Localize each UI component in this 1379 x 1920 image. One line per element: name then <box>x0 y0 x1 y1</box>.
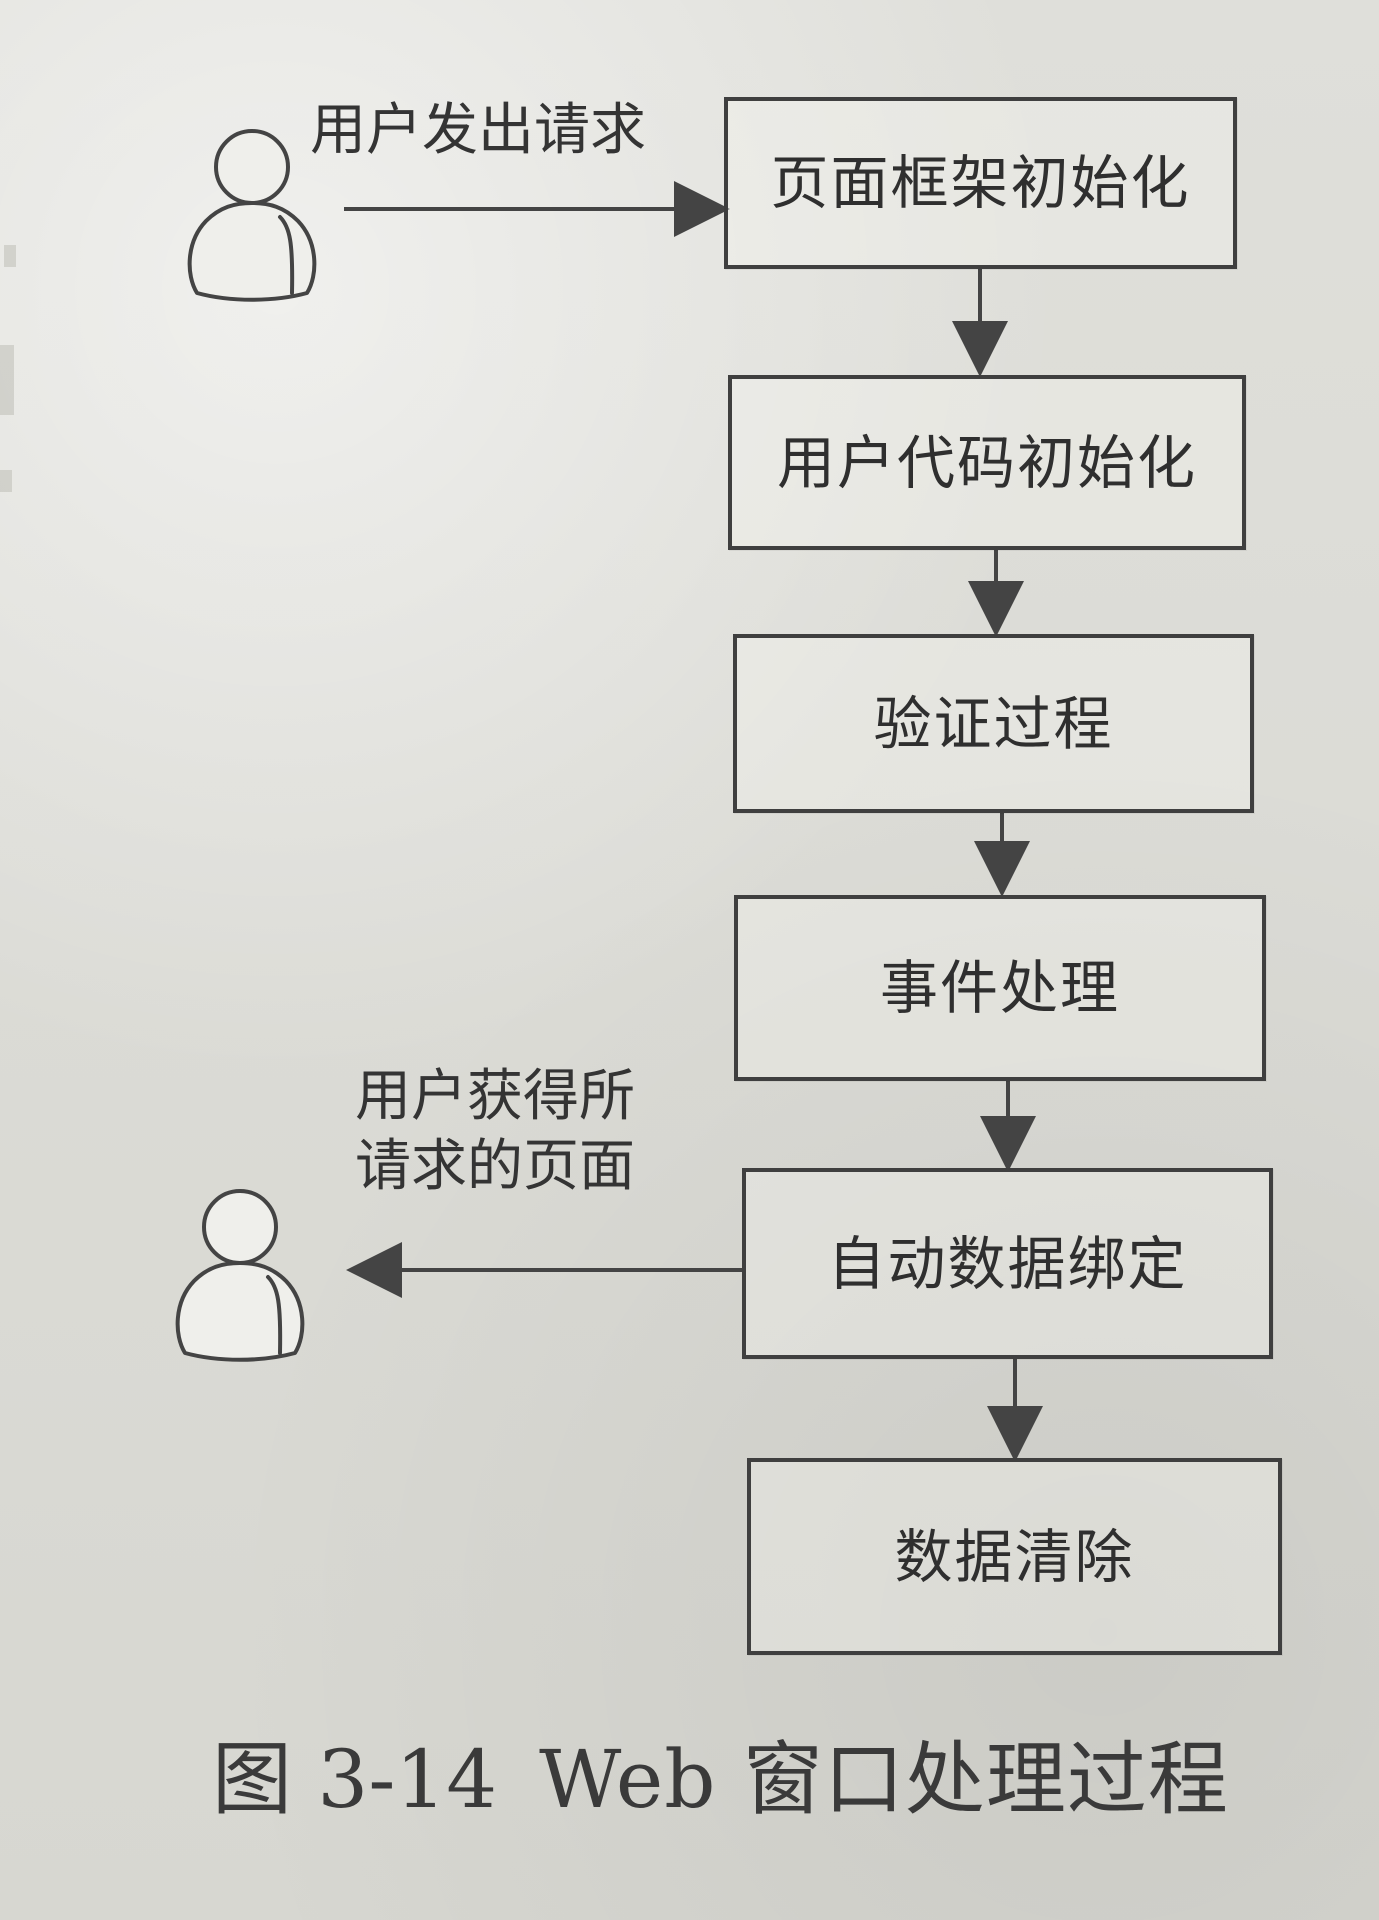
response-note: 用户获得所 请求的页面 <box>355 1062 635 1202</box>
figure-caption: 图 3-14 Web 窗口处理过程 <box>212 1740 1229 1820</box>
response-note-line1: 用户获得所 <box>355 1064 635 1129</box>
process-box-4: 事件处理 <box>734 895 1266 1081</box>
user-icon-bottom <box>175 1189 305 1362</box>
background-print-mark-bottom <box>0 470 12 492</box>
user-icon-top <box>187 129 317 302</box>
process-box-5: 自动数据绑定 <box>742 1168 1273 1359</box>
process-box-1-label: 页面框架初始化 <box>770 149 1191 217</box>
request-note: 用户发出请求 <box>310 96 646 166</box>
process-box-3-label: 验证过程 <box>873 689 1114 758</box>
process-box-4-label: 事件处理 <box>879 954 1120 1022</box>
process-box-2: 用户代码初始化 <box>728 375 1246 550</box>
figure-caption-title: Web 窗口处理过程 <box>539 1733 1229 1826</box>
figure-caption-number: 图 3-14 <box>212 1733 498 1826</box>
process-box-2-label: 用户代码初始化 <box>776 428 1197 497</box>
process-box-1: 页面框架初始化 <box>724 97 1237 269</box>
response-note-line2: 请求的页面 <box>355 1134 635 1199</box>
request-note-text: 用户发出请求 <box>310 98 646 163</box>
background-print-mark-middle <box>0 345 14 415</box>
background-print-mark-top <box>4 245 16 267</box>
process-box-6: 数据清除 <box>747 1458 1282 1655</box>
process-box-6-label: 数据清除 <box>894 1522 1135 1591</box>
process-box-5-label: 自动数据绑定 <box>827 1229 1188 1298</box>
process-box-3: 验证过程 <box>733 634 1254 813</box>
